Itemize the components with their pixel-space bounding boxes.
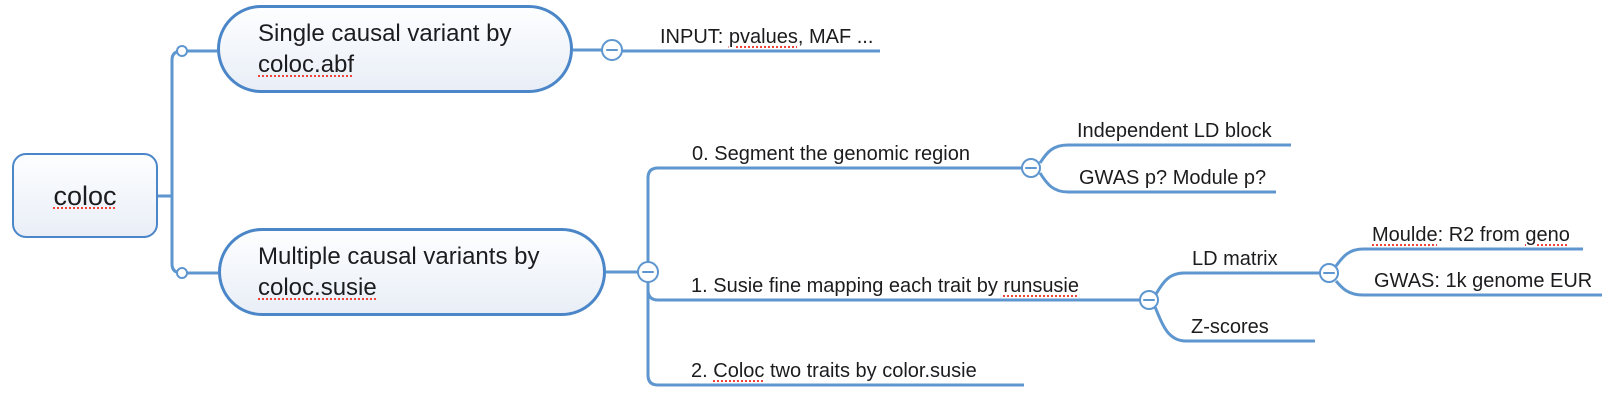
branch-gwas-p-module-p[interactable]: GWAS p? Module p?: [1079, 167, 1267, 189]
topic-multiple-causal-variants[interactable]: Multiple causal variants by coloc.susie: [218, 228, 606, 316]
topic-label-line: coloc.susie: [258, 274, 377, 301]
connector-gwas1k-underline: [1334, 280, 1602, 297]
connector-moulde-underline: [1334, 247, 1583, 267]
branch-gwas-1k-genome-eur[interactable]: GWAS: 1k genome EUR: [1374, 270, 1593, 292]
dot-icon: [176, 267, 188, 279]
connector-gwasp-underline: [1038, 172, 1276, 194]
collapse-button-susie[interactable]: [1139, 290, 1159, 310]
collapse-button-multiple[interactable]: [637, 261, 659, 283]
branch-coloc-two-traits[interactable]: 2. Coloc two traits by color.susie: [691, 360, 977, 382]
branch-susie-fine-mapping[interactable]: 1. Susie fine mapping each trait by runs…: [691, 275, 1080, 297]
connector-ldblock-underline: [1038, 143, 1291, 164]
branch-independent-ld-block[interactable]: Independent LD block: [1077, 120, 1272, 142]
branch-z-scores[interactable]: Z-scores: [1191, 316, 1269, 338]
topic-label-line: coloc.abf: [258, 51, 355, 78]
connector-coloc2-underline: [646, 282, 1024, 387]
connector-root-to-multiple: [170, 195, 218, 275]
branch-ld-matrix[interactable]: LD matrix: [1192, 248, 1278, 270]
connector-ldmatrix-underline: [1154, 271, 1320, 295]
collapse-button-segment[interactable]: [1021, 158, 1041, 178]
root-topic-coloc[interactable]: coloc: [12, 153, 158, 238]
collapse-button-single[interactable]: [601, 39, 623, 61]
root-topic-label: coloc: [53, 180, 117, 211]
connector-zscores-underline: [1153, 306, 1315, 343]
topic-single-causal-variant[interactable]: Single causal variant by coloc.abf: [217, 5, 573, 93]
branch-segment-genomic-region[interactable]: 0. Segment the genomic region: [692, 143, 970, 165]
connector-root-to-single: [170, 49, 217, 197]
dot-icon: [176, 45, 188, 57]
connector-susie-underline: [646, 282, 1140, 302]
collapse-button-ldmatrix[interactable]: [1319, 263, 1339, 283]
topic-label-line: Single causal variant by: [258, 20, 512, 47]
topic-label-line: Multiple causal variants by: [258, 243, 540, 270]
branch-input-pvalues[interactable]: INPUT: pvalues, MAF ...: [660, 26, 874, 48]
branch-moulde-r2-from-geno[interactable]: Moulde: R2 from geno: [1372, 224, 1570, 246]
connector-segment-underline: [646, 166, 1022, 262]
